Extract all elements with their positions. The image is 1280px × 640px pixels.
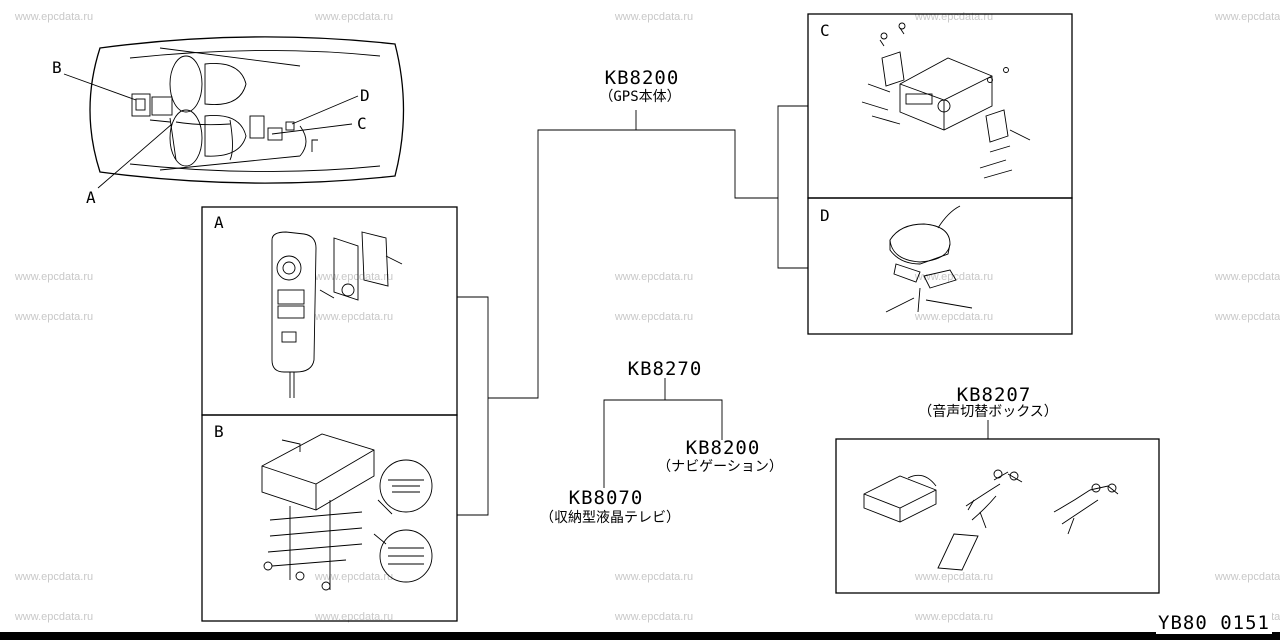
watermark-text: www.epcdata.ru (914, 611, 993, 623)
tv-code: KB8070 (569, 487, 644, 509)
watermark-text: www.epcdata.ru (314, 11, 393, 23)
watermark-text: www.epcdata.ru (1214, 571, 1280, 583)
box-d: D (807, 197, 1073, 335)
watermark-text: www.epcdata.ru (914, 311, 993, 323)
box-c-letter: C (820, 21, 830, 40)
watermark-text: www.epcdata.ru (314, 271, 393, 283)
watermark-text: www.epcdata.ru (314, 311, 393, 323)
box-a-letter: A (214, 213, 224, 232)
box-b: B (201, 414, 458, 622)
watermark-text: www.epcdata.ru (614, 271, 693, 283)
car-top-view (89, 36, 405, 184)
connection-lines (457, 105, 989, 516)
audio-switch-code: KB8207 (957, 384, 1032, 406)
diagram-code: YB80 0151 (1156, 612, 1272, 634)
tv-group-code: KB8270 (628, 358, 703, 380)
watermark-text: www.epcdata.ru (1214, 11, 1280, 23)
part-labels: KB8200 （GPS本体） KB8270 KB8200 （ナビゲーション） K… (540, 67, 1058, 526)
gps-name: （GPS本体） (599, 89, 680, 105)
watermark-text: www.epcdata.ru (314, 611, 393, 623)
callout-a: A (86, 188, 96, 207)
navigation-code: KB8200 (686, 437, 761, 459)
audio-switch-name: （音声切替ボックス） (918, 403, 1058, 420)
watermark-text: www.epcdata.ru (914, 571, 993, 583)
bottom-bar (0, 632, 1280, 640)
tv-name: （収納型液晶テレビ） (540, 510, 680, 526)
watermark-text: www.epcdata.ru (914, 11, 993, 23)
car-callouts: B A D C (52, 58, 370, 207)
gps-code: KB8200 (605, 67, 680, 89)
watermark-text: www.epcdata.ru (1214, 271, 1280, 283)
watermark-text: www.epcdata.ru (614, 571, 693, 583)
watermark-text: www.epcdata.ru (14, 11, 93, 23)
callout-b: B (52, 58, 62, 77)
callout-c: C (357, 114, 367, 133)
watermark-text: www.epcdata.ru (614, 311, 693, 323)
box-d-letter: D (820, 206, 830, 225)
watermark-text: www.epcdata.ru (14, 311, 93, 323)
navigation-name: （ナビゲーション） (657, 459, 783, 475)
watermark-text: www.epcdata.ru (614, 11, 693, 23)
watermark-text: www.epcdata.ru (1214, 311, 1280, 323)
watermark-text: www.epcdata.ru (14, 271, 93, 283)
callout-d: D (360, 86, 370, 105)
watermark-text: www.epcdata.ru (314, 571, 393, 583)
watermark-text: www.epcdata.ru (14, 611, 93, 623)
box-b-letter: B (214, 422, 224, 441)
watermark-text: www.epcdata.ru (14, 571, 93, 583)
box-c: C (807, 13, 1073, 199)
watermark-text: www.epcdata.ru (614, 611, 693, 623)
box-audio-switch (835, 438, 1160, 594)
